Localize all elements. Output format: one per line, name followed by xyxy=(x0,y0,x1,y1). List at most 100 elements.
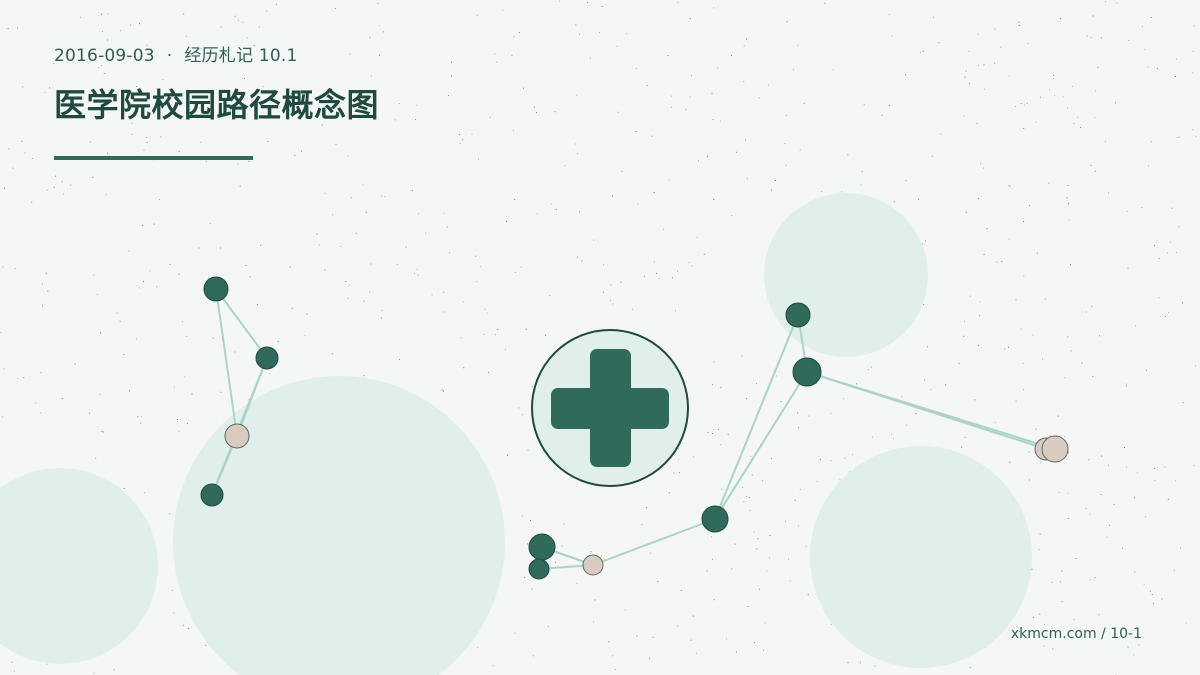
speckle-dot xyxy=(142,225,143,227)
speckle-dot xyxy=(861,171,863,173)
speckle-dot xyxy=(608,641,610,643)
speckle-dot xyxy=(173,612,175,614)
speckle-dot xyxy=(926,346,928,348)
speckle-dot xyxy=(446,226,448,228)
speckle-dot xyxy=(414,273,415,274)
speckle-dot xyxy=(614,669,616,670)
speckle-dot xyxy=(268,373,270,375)
speckle-dot xyxy=(940,133,942,135)
speckle-dot xyxy=(1152,602,1154,604)
speckle-dot xyxy=(1141,26,1143,27)
speckle-dot xyxy=(1085,311,1087,313)
speckle-dot xyxy=(711,558,713,560)
speckle-dot xyxy=(101,431,103,432)
speckle-dot xyxy=(1008,185,1010,187)
speckle-dot xyxy=(671,277,673,279)
speckle-dot xyxy=(706,156,708,158)
speckle-dot xyxy=(1192,129,1194,131)
speckle-dot xyxy=(577,153,579,155)
speckle-dot xyxy=(477,647,479,649)
speckle-dot xyxy=(626,33,628,35)
speckle-dot xyxy=(750,455,752,457)
speckle-dot xyxy=(205,160,207,162)
speckle-dot xyxy=(324,193,326,194)
speckle-dot xyxy=(321,124,323,126)
speckle-dot xyxy=(847,662,849,664)
speckle-dot xyxy=(671,95,673,97)
speckle-dot xyxy=(856,383,858,385)
speckle-dot xyxy=(1141,207,1143,208)
speckle-dot xyxy=(746,38,747,40)
speckle-dot xyxy=(88,412,90,414)
speckle-dot xyxy=(253,45,255,47)
speckle-dot xyxy=(767,84,769,86)
speckle-dot xyxy=(32,158,34,159)
speckle-dot xyxy=(1168,312,1170,314)
speckle-dot xyxy=(860,184,862,186)
speckle-dot xyxy=(306,313,308,315)
speckle-dot xyxy=(788,558,789,560)
path-edge xyxy=(215,288,268,359)
speckle-dot xyxy=(443,390,444,392)
speckle-dot xyxy=(100,332,102,334)
speckle-dot xyxy=(2,266,4,268)
path-node-dark xyxy=(792,357,822,387)
speckle-dot xyxy=(576,256,578,258)
speckle-dot xyxy=(1085,507,1087,509)
speckle-dot xyxy=(983,254,985,255)
speckle-dot xyxy=(266,10,268,12)
speckle-dot xyxy=(277,341,279,342)
speckle-dot xyxy=(417,274,419,276)
speckle-dot xyxy=(785,520,786,522)
speckle-dot xyxy=(653,261,655,263)
speckle-dot xyxy=(593,239,595,241)
speckle-dot xyxy=(703,253,705,255)
speckle-dot xyxy=(431,294,433,296)
speckle-dot xyxy=(49,87,51,89)
speckle-dot xyxy=(140,416,142,418)
speckle-dot xyxy=(289,266,291,268)
speckle-dot xyxy=(162,79,164,80)
speckle-dot xyxy=(103,72,105,74)
speckle-dot xyxy=(513,36,515,38)
speckle-dot xyxy=(119,320,121,322)
speckle-dot xyxy=(45,272,47,274)
speckle-dot xyxy=(786,21,788,23)
speckle-dot xyxy=(416,268,418,270)
speckle-dot xyxy=(405,246,407,248)
speckle-dot xyxy=(1147,66,1149,68)
speckle-dot xyxy=(120,30,122,32)
speckle-dot xyxy=(1008,75,1010,77)
speckle-dot xyxy=(1023,275,1025,277)
speckle-dot xyxy=(1068,219,1070,221)
speckle-dot xyxy=(40,412,42,414)
speckle-dot xyxy=(363,375,365,377)
speckle-dot xyxy=(1040,461,1042,463)
speckle-dot xyxy=(1156,67,1158,69)
speckle-dot xyxy=(1101,455,1103,457)
speckle-dot xyxy=(1133,654,1135,656)
speckle-dot xyxy=(793,68,794,70)
speckle-dot xyxy=(751,474,753,476)
speckle-dot xyxy=(131,122,133,124)
speckle-dot xyxy=(657,580,659,582)
speckle-dot xyxy=(347,155,349,157)
speckle-dot xyxy=(868,369,870,370)
background-bubbles xyxy=(0,193,1032,675)
speckle-dot xyxy=(1192,72,1194,74)
background-bubble xyxy=(173,376,505,675)
speckle-dot xyxy=(377,2,379,4)
speckle-dot xyxy=(1165,316,1166,317)
speckle-dot xyxy=(1185,622,1187,624)
speckle-dot xyxy=(93,274,95,276)
speckle-dot xyxy=(1018,21,1020,23)
speckle-dot xyxy=(692,456,694,458)
speckle-dot xyxy=(1100,37,1102,39)
speckle-dot xyxy=(650,552,652,554)
speckle-dot xyxy=(863,104,865,106)
speckle-dot xyxy=(138,287,140,289)
speckle-dot xyxy=(447,95,449,96)
speckle-dot xyxy=(918,198,920,200)
speckle-dot xyxy=(994,28,996,30)
speckle-dot xyxy=(587,2,589,3)
